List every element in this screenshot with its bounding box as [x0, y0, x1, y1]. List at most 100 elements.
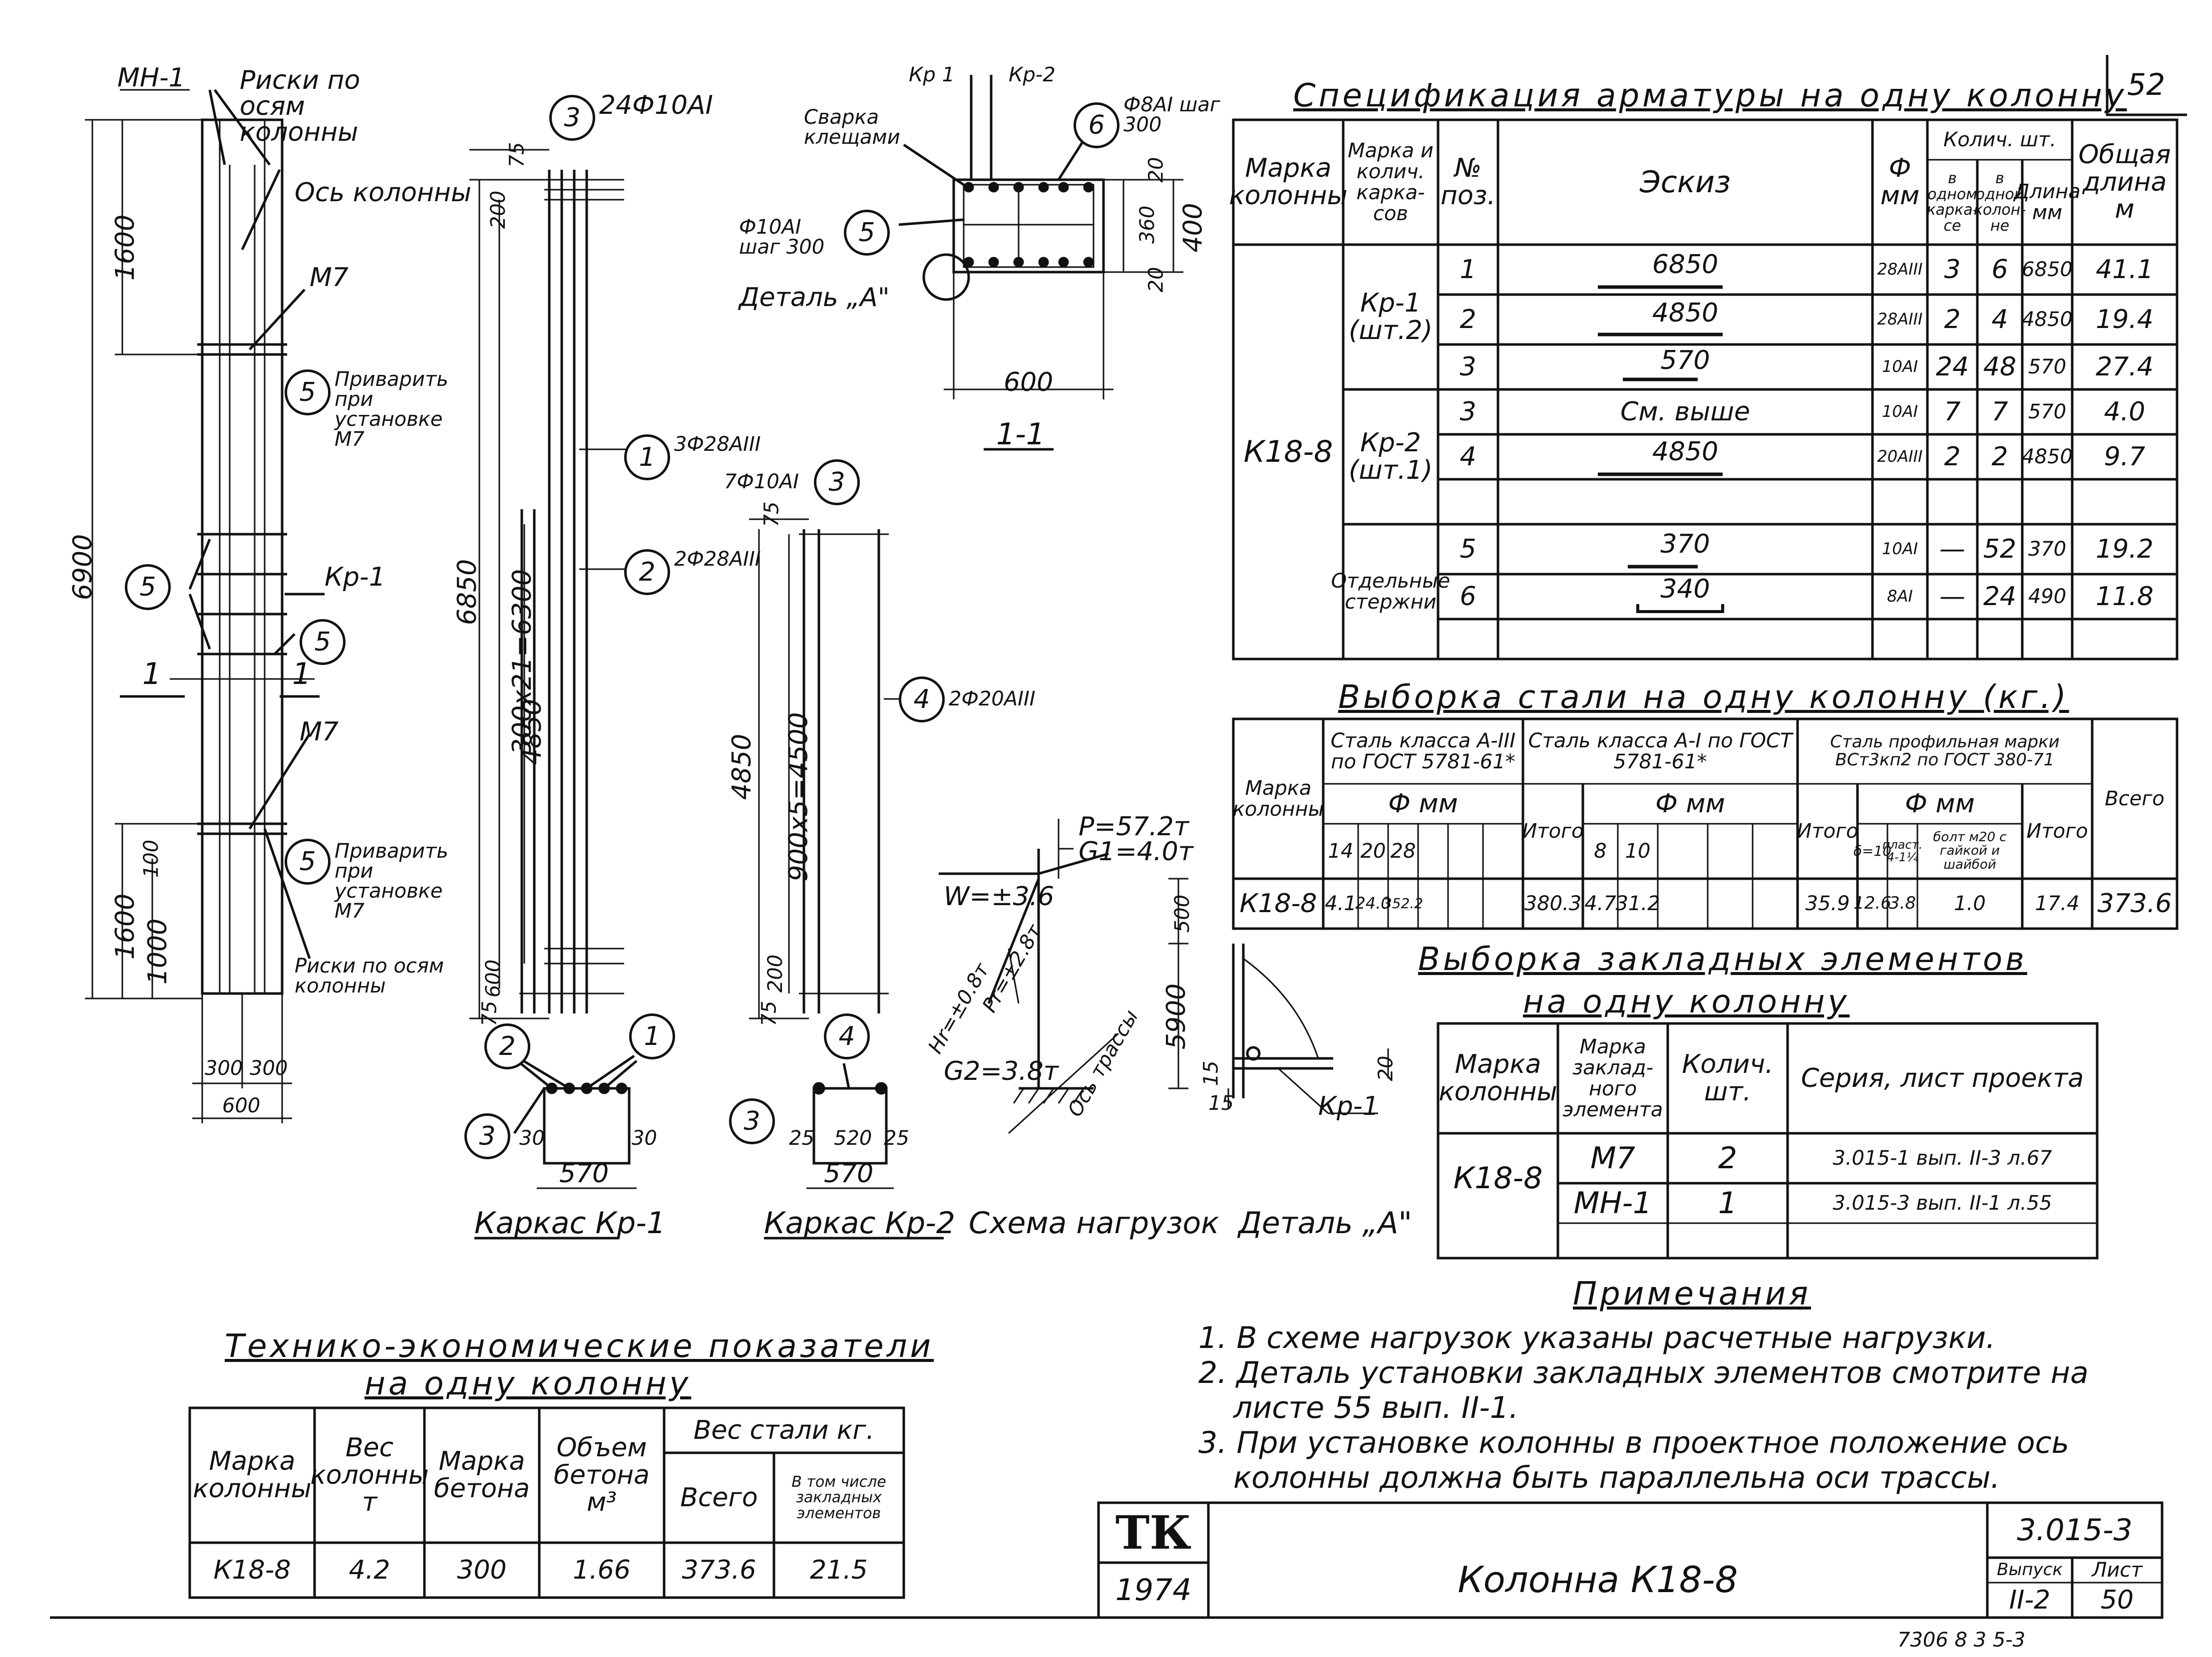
callout-3-kr1: 3 — [549, 95, 595, 141]
spec-r3-a: 24 — [1935, 351, 1969, 382]
steel-row-mark: К18-8 — [1239, 888, 1317, 919]
spec-r2-a: 2 — [1944, 304, 1961, 334]
tech-row-steel-all: 373.6 — [682, 1555, 756, 1585]
m7-top-label: М7 — [310, 263, 349, 293]
spec-r2-phi: 28АIII — [1877, 310, 1923, 329]
series-code: 3.015-3 — [2017, 1512, 2133, 1548]
m7-bottom-label: М7 — [300, 717, 339, 747]
kr2-pos4-label: 2Ф20АIII — [949, 687, 1036, 710]
section-mark-left: 1 — [142, 657, 162, 691]
kr2-dim-75-top: 75 — [760, 501, 783, 527]
embed-mark: К18-8 — [1453, 1160, 1543, 1196]
kr2-dim-570: 570 — [824, 1159, 874, 1189]
spec-r3-dlen: 570 — [2028, 355, 2067, 378]
weld-note-bottom: Приварить при установке М7 — [335, 840, 448, 923]
tk-logo: ТК — [1115, 1505, 1192, 1560]
kr2-dim-200: 200 — [764, 954, 787, 993]
spec-h-eskiz: Эскиз — [1639, 164, 1731, 200]
embed-r2-kol: 1 — [1718, 1185, 1738, 1221]
callout-3-kr2: 3 — [814, 459, 860, 505]
spec-r6-poz: 5 — [1460, 534, 1476, 564]
sec-dim-20-bottom: 20 — [1144, 267, 1168, 293]
tech-h4: Объем бетона м³ — [553, 1433, 650, 1518]
spec-r7-eskiz: 340 — [1660, 574, 1710, 604]
kr1-caption: Каркас Кр-1 — [474, 1206, 666, 1241]
dim-1600-bottom: 1600 — [110, 893, 141, 960]
tech-row-concrete: 300 — [457, 1555, 507, 1585]
tech-row-steel-emb: 21.5 — [810, 1555, 868, 1585]
spec-r3-poz: 3 — [1460, 351, 1476, 382]
callout-6-section: 6 — [1074, 102, 1119, 148]
embed-title-1: Выборка закладных элементов — [1418, 941, 2027, 978]
embed-h-kol: Колич. шт. — [1682, 1049, 1774, 1107]
kr1-dim-6850: 6850 — [452, 559, 483, 626]
sec-kr2-label: Кр-2 — [1009, 63, 1056, 86]
load-dim-5900: 5900 — [1161, 983, 1192, 1050]
spec-r4-phi: 10АI — [1881, 402, 1918, 421]
embed-h-ser: Серия, лист проекта — [1801, 1063, 2084, 1093]
kr1-pos3-label: 24Ф10АI — [599, 90, 714, 120]
spec-r4-dlen: 570 — [2028, 400, 2067, 423]
embed-r2-el: МН-1 — [1573, 1185, 1652, 1221]
year: 1974 — [1115, 1572, 1192, 1608]
spec-r1-b: 6 — [1991, 254, 2008, 285]
embed-h-el: Марка заклад-ного элемента — [1562, 1035, 1663, 1121]
spec-h-dlina: Длина мм — [2014, 180, 2081, 224]
spec-r6-eskiz: 370 — [1660, 529, 1710, 559]
issue-header: Выпуск — [1997, 1560, 2063, 1580]
load-G1: G1=4.0т — [1079, 837, 1193, 867]
embed-r1-kol: 2 — [1718, 1140, 1738, 1176]
steel-row-plate: 3.8 — [1888, 893, 1916, 914]
callout-1-kr1-section: 1 — [629, 1013, 675, 1059]
spec-group-kr1: Кр-1 (шт.2) — [1348, 288, 1433, 345]
load-W: W=±3.6 — [944, 882, 1055, 912]
spec-r4-total: 4.0 — [2104, 396, 2146, 427]
steel-h-bolt: болт м20 с гайкой и шайбой — [1933, 830, 2007, 872]
callout-5-a: 5 — [285, 369, 331, 415]
spec-r4-eskiz: См. выше — [1620, 396, 1750, 427]
embed-h-marka: Марка колонны — [1439, 1049, 1557, 1107]
spec-r4-a: 7 — [1944, 396, 1961, 427]
steel-h-marka: Марка колонны — [1232, 777, 1324, 821]
tech-h5: Вес стали кг. — [693, 1415, 875, 1445]
weld-note-top: Приварить при установке М7 — [335, 368, 448, 451]
spec-r2-total: 19.4 — [2096, 304, 2154, 334]
section-caption: 1-1 — [996, 417, 1045, 452]
note-3: 3. При установке колонны в проектное пол… — [1198, 1425, 2069, 1460]
spec-r3-total: 27.4 — [2096, 351, 2154, 382]
spec-r5-eskiz: 4850 — [1652, 436, 1719, 467]
spec-h-marka-k: Марка и колич. карка-сов — [1348, 139, 1434, 225]
steel-h-phi2: Ф мм — [1655, 788, 1725, 819]
steel-h-plate: пласт. 4-1¼ — [1882, 837, 1923, 864]
sec-dim-400: 400 — [1178, 203, 1208, 253]
spec-group-kr2: Кр-2 (шт.1) — [1348, 428, 1433, 485]
kr2-dim-520: 520 — [834, 1127, 872, 1150]
note-3b: колонны должна быть параллельна оси трас… — [1233, 1460, 2000, 1495]
steel-row-s10: 12.6 — [1853, 893, 1891, 914]
kr1-dim-75-bottom: 75 — [478, 1000, 501, 1026]
callout-5-c: 5 — [300, 619, 346, 665]
steel-h-8: 8 — [1594, 840, 1607, 863]
load-P: P=57.2т — [1079, 812, 1189, 842]
steel-h-g3: Сталь профильная марки ВСт3кп2 по ГОСТ 3… — [1830, 732, 2060, 770]
callout-4-kr2: 4 — [899, 676, 945, 722]
spec-col-mark: К18-8 — [1243, 434, 1333, 469]
sheet-value: 50 — [2100, 1585, 2134, 1615]
column-axis-label: Ось колонны — [295, 178, 472, 208]
embed-r2-ser: 3.015-3 вып. II-1 л.55 — [1833, 1192, 2052, 1215]
kr1-dim-200: 200 — [487, 190, 510, 229]
steel-row-28: 352.2 — [1383, 895, 1424, 912]
callout-2-kr1-section: 2 — [484, 1023, 530, 1069]
spec-r2-b: 4 — [1991, 304, 2008, 334]
dim-6900: 6900 — [68, 534, 98, 601]
spec-r2-dlen: 4850 — [2022, 308, 2073, 331]
steel-h-phi3: Ф мм — [1905, 788, 1975, 819]
load-dim-500: 500 — [1171, 894, 1194, 933]
spec-r5-phi: 20АIII — [1877, 447, 1923, 466]
issue-value: II-2 — [2009, 1585, 2051, 1615]
axes-marks-bottom-label: Риски по осям колонны — [295, 955, 444, 997]
steel-h-28: 28 — [1390, 840, 1416, 863]
sec-kr1-label: Кр 1 — [909, 63, 955, 86]
spec-r6-phi: 10АI — [1881, 539, 1918, 559]
